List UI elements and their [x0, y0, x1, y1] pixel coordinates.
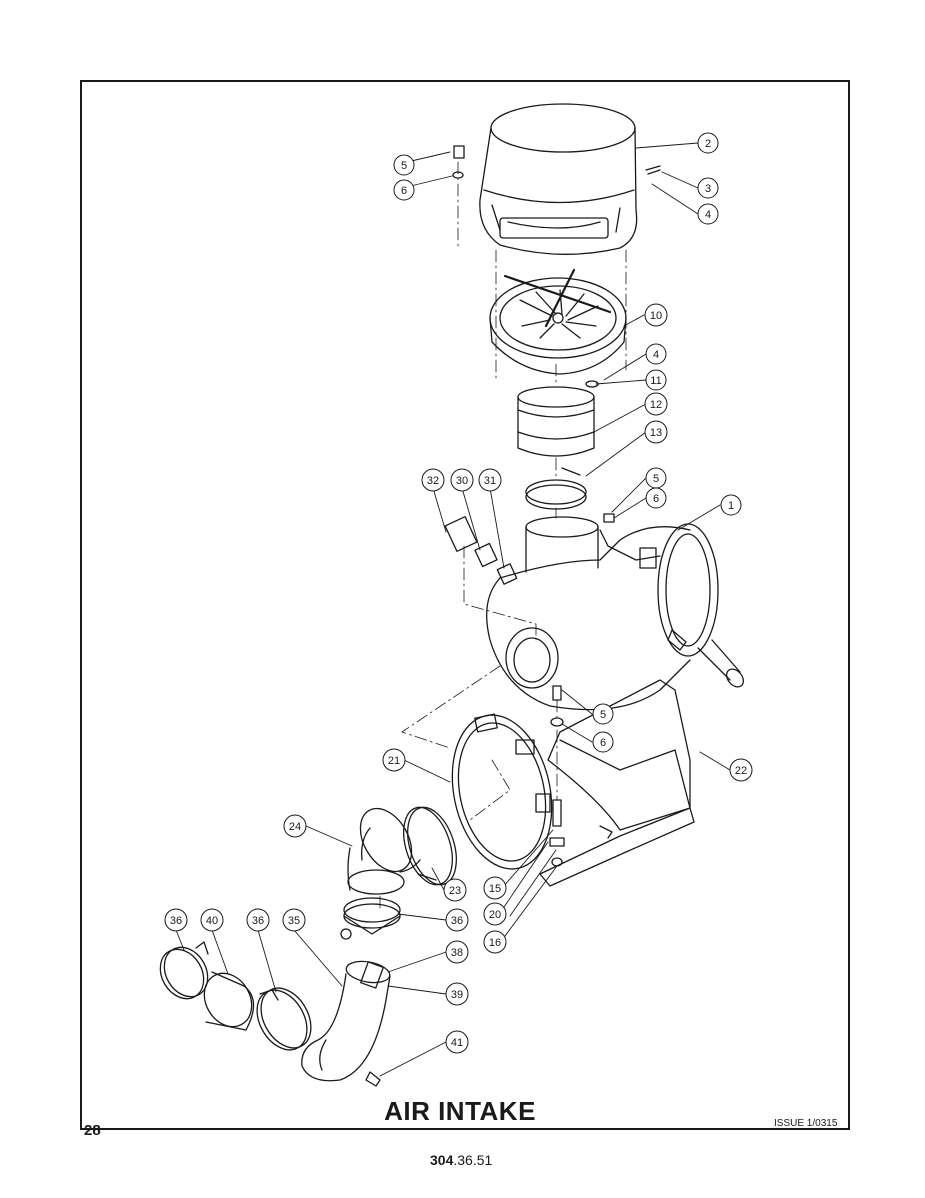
svg-text:12: 12 [650, 399, 662, 411]
svg-text:40: 40 [206, 915, 218, 927]
callout-13: 13 [644, 420, 668, 444]
svg-text:6: 6 [600, 737, 606, 749]
callout-36-left: 36 [164, 908, 188, 932]
svg-text:4: 4 [705, 209, 711, 221]
svg-text:31: 31 [484, 475, 496, 487]
svg-text:36: 36 [252, 915, 264, 927]
svg-text:13: 13 [650, 427, 662, 439]
page-title: AIR INTAKE [380, 1096, 540, 1127]
svg-text:6: 6 [653, 493, 659, 505]
part-left-hose-assembly [159, 941, 312, 1051]
part-elbow-hose [347, 807, 421, 895]
svg-text:35: 35 [288, 915, 300, 927]
alignment-lines [379, 161, 627, 911]
callout-39: 39 [445, 982, 469, 1006]
callout-36-mid: 36 [246, 908, 270, 932]
svg-text:24: 24 [289, 821, 301, 833]
svg-text:15: 15 [489, 883, 501, 895]
part-band-ring [451, 713, 553, 870]
callout-5-low: 5 [592, 703, 614, 725]
svg-text:22: 22 [735, 765, 747, 777]
part-sleeve [517, 386, 595, 457]
callout-5-mid: 5 [645, 467, 667, 489]
svg-text:41: 41 [451, 1037, 463, 1049]
part-filter-housing [486, 516, 745, 711]
svg-text:16: 16 [489, 937, 501, 949]
diagram-frame [80, 80, 850, 1130]
svg-text:23: 23 [449, 885, 461, 897]
callout-6-low: 6 [592, 731, 614, 753]
document-code-rest: .36.51 [453, 1152, 493, 1168]
part-mounting-bracket [539, 679, 695, 887]
callout-41: 41 [445, 1030, 469, 1054]
svg-text:20: 20 [489, 909, 501, 921]
callout-22: 22 [729, 758, 753, 782]
svg-text:21: 21 [388, 755, 400, 767]
issue-label: ISSUE 1/0315 [774, 1118, 838, 1129]
svg-text:2: 2 [705, 138, 711, 150]
callout-4-top: 4 [697, 203, 719, 225]
callout-2: 2 [697, 132, 719, 154]
svg-text:4: 4 [653, 349, 659, 361]
callout-32: 32 [421, 468, 445, 492]
callout-6-top: 6 [393, 179, 415, 201]
svg-text:38: 38 [451, 947, 463, 959]
svg-text:5: 5 [401, 160, 407, 172]
callouts: 2 5 6 3 4 10 4 11 12 13 5 6 1 32 30 31 5… [164, 132, 753, 1054]
callout-35: 35 [282, 908, 306, 932]
document-code-bold: 304 [430, 1152, 454, 1168]
part-long-elbow [301, 960, 391, 1087]
callout-21: 21 [382, 748, 406, 772]
svg-text:3: 3 [705, 183, 711, 195]
part-clamp-36-middle [340, 897, 401, 940]
part-clamp-23 [403, 806, 457, 886]
svg-text:1: 1 [728, 500, 734, 512]
callout-5-top: 5 [393, 154, 415, 176]
callout-6-mid: 6 [645, 487, 667, 509]
callout-40: 40 [200, 908, 224, 932]
leader-lines [175, 142, 731, 1077]
svg-text:6: 6 [401, 185, 407, 197]
svg-text:5: 5 [600, 709, 606, 721]
callout-4-mid: 4 [645, 343, 667, 365]
callout-10: 10 [644, 303, 668, 327]
part-cover [479, 103, 638, 255]
callout-11: 11 [645, 369, 667, 391]
svg-text:10: 10 [650, 310, 662, 322]
callout-15: 15 [483, 876, 507, 900]
callout-38: 38 [445, 940, 469, 964]
svg-text:36: 36 [451, 915, 463, 927]
svg-text:11: 11 [650, 375, 661, 387]
document-code: 304.36.51 [430, 1152, 492, 1168]
part-precleaner [489, 268, 627, 375]
callout-1: 1 [720, 494, 742, 516]
svg-text:30: 30 [456, 475, 468, 487]
svg-text:39: 39 [451, 989, 463, 1001]
callout-3: 3 [697, 177, 719, 199]
callout-30: 30 [450, 468, 474, 492]
callout-36-right: 36 [445, 908, 469, 932]
callout-31: 31 [478, 468, 502, 492]
svg-text:32: 32 [427, 475, 439, 487]
callout-20: 20 [483, 902, 507, 926]
page-number: 28 [84, 1122, 101, 1139]
callout-16: 16 [483, 930, 507, 954]
svg-text:36: 36 [170, 915, 182, 927]
svg-text:5: 5 [653, 473, 659, 485]
callout-23: 23 [443, 878, 467, 902]
callout-24: 24 [283, 814, 307, 838]
callout-12: 12 [644, 392, 668, 416]
